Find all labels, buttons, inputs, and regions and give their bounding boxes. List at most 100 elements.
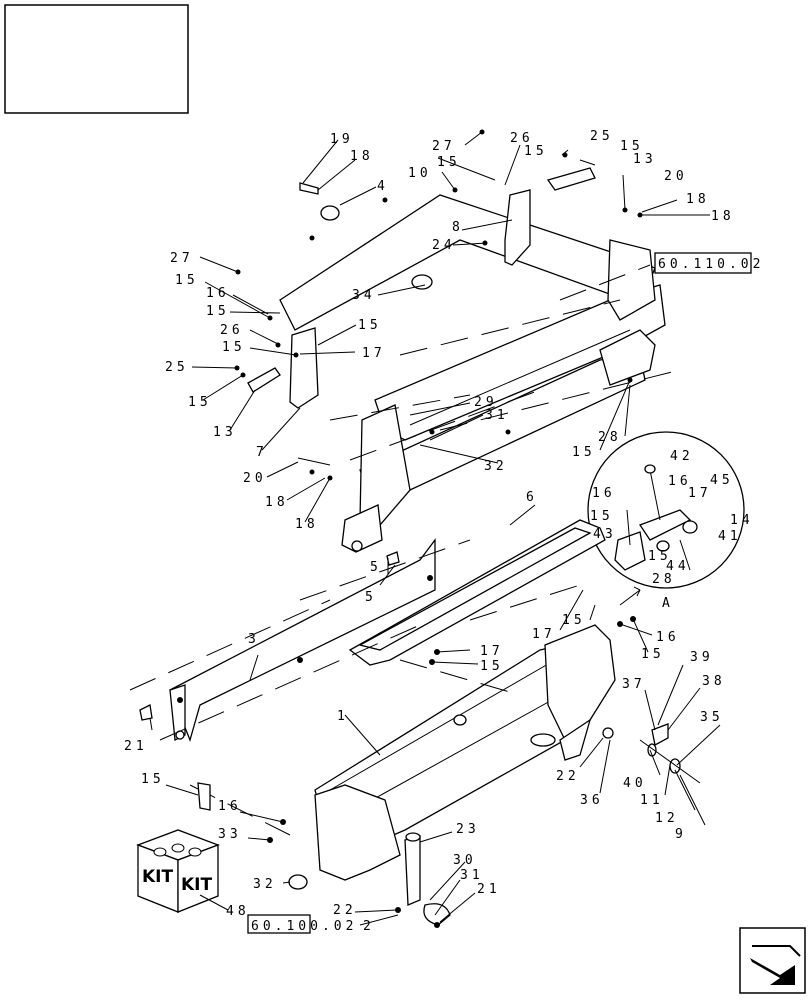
callout: 27 [432,139,456,154]
lower-beam-assembly [189,584,701,928]
reference-bottom[interactable]: 60.100.02 [247,914,357,934]
callout: 16 [206,286,230,301]
callout: 33 [218,827,242,842]
callout: 18 [350,149,374,164]
callout: 10 [408,166,432,181]
callout: 25 [165,360,189,375]
callout: 14 [730,513,754,528]
reference-top[interactable]: 60.110.02 [654,252,764,274]
title-box [4,4,189,114]
detail-a [587,431,745,606]
callout: 35 [700,710,724,725]
callout: 36 [580,793,604,808]
callout: 15 [590,509,614,524]
callout: 24 [432,238,456,253]
callout: 16 [592,486,616,501]
callout: 44 [666,559,690,574]
callout: 4 [377,179,389,194]
callout: 17 [362,346,386,361]
callout: 16 [656,630,680,645]
decal-9 [197,782,211,811]
callout: 3 [248,632,260,647]
upper-frame-assembly [234,129,681,553]
callout: 1 [337,709,349,724]
callout: 15 [206,304,230,319]
callout: 18 [265,495,289,510]
reference-top-text: 60.110.02 [658,257,764,272]
callout: 19 [330,132,354,147]
callout: 15 [358,318,382,333]
callout: 15 [437,155,461,170]
leader-lines [149,131,721,926]
callout: 2 [363,919,375,934]
callout: 15 [480,659,504,674]
callout: 15 [524,144,548,159]
callout: 11 [640,793,664,808]
callout: 32 [484,459,508,474]
next-page-icon[interactable] [739,927,806,994]
callout: 6 [526,490,538,505]
callout: 13 [633,152,657,167]
callout: 17 [480,644,504,659]
reference-bottom-text: 60.100.02 [251,919,357,934]
middle-parts [129,519,606,743]
callout: 7 [256,445,268,460]
callout: 15 [572,445,596,460]
callout: 41 [718,529,742,544]
callout: 31 [485,408,509,423]
callout: 28 [598,430,622,445]
callout: 15 [620,139,644,154]
callout: 15 [188,395,212,410]
callout: 21 [477,882,501,897]
callout: 27 [170,251,194,266]
callout: 9 [675,827,687,842]
callout: 25 [590,129,614,144]
callout: 31 [460,868,484,883]
callout: 39 [690,650,714,665]
callout: 18 [295,517,319,532]
callout: 15 [641,647,665,662]
callout: 13 [213,425,237,440]
callout: 42 [670,449,694,464]
callout: 26 [220,323,244,338]
callout: 21 [124,739,148,754]
callout: 18 [711,209,735,224]
callout: 20 [243,471,267,486]
callout: 28 [652,572,676,587]
callout: 5 [370,560,382,575]
callout: 30 [453,853,477,868]
callout: 40 [623,776,647,791]
callout: 38 [702,674,726,689]
callout: 5 [365,590,377,605]
callout: 15 [141,772,165,787]
callout: 17 [532,627,556,642]
callout: 8 [452,220,464,235]
callout: 32 [253,877,277,892]
callout: 43 [593,527,617,542]
callout: 16 [668,474,692,489]
callout: 45 [710,473,734,488]
callout: 23 [456,822,480,837]
callout: 16 [218,799,242,814]
kit-label-right: KIT [181,875,212,895]
callout: 26 [510,131,534,146]
callout: 48 [226,904,250,919]
callout: 17 [688,486,712,501]
callout: 22 [556,769,580,784]
detail-label: A [662,596,674,611]
callout: 15 [648,549,672,564]
callout: 18 [686,192,710,207]
callout: 12 [655,811,679,826]
callout: 15 [562,613,586,628]
callout: 29 [474,395,498,410]
callout: 15 [175,273,199,288]
callout: 22 [333,903,357,918]
kit-box: KIT KIT [136,829,220,913]
callout: 15 [222,340,246,355]
callout-numbers: 19 18 4 27 15 10 26 15 25 15 13 20 18 18… [124,129,754,934]
kit-label-left: KIT [142,867,173,887]
callout: 37 [622,677,646,692]
callout: 34 [352,288,376,303]
callout: 20 [664,169,688,184]
